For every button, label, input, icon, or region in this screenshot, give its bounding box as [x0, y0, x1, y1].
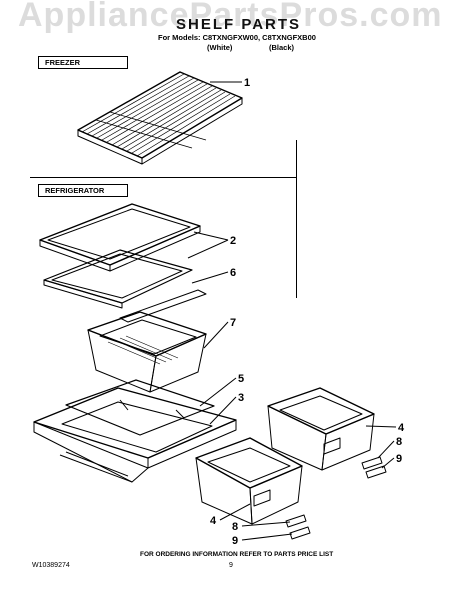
leader-line-8a [377, 440, 395, 459]
section-divider-vertical [296, 140, 297, 298]
drawer-slide-right [361, 456, 387, 479]
callout-1: 1 [244, 77, 250, 89]
leader-line-2b [187, 239, 229, 259]
ordering-note: FOR ORDERING INFORMATION REFER TO PARTS … [140, 551, 334, 558]
watermark: AppliancePartsPros.com [18, 0, 443, 34]
leader-line-3 [209, 396, 237, 425]
refrigerator-glass-shelf-lower [43, 249, 193, 309]
crisper-cover-glass [65, 379, 215, 436]
page-number: 9 [229, 562, 233, 569]
callout-4-right: 4 [398, 422, 405, 434]
callout-9-left: 9 [232, 535, 238, 547]
crisper-drawer-left [195, 437, 303, 525]
leader-line-6 [191, 271, 229, 284]
callout-5: 5 [238, 373, 244, 385]
freezer-wire-shelf [77, 71, 243, 165]
callout-2: 2 [230, 235, 236, 247]
refrigerator-glass-shelf [39, 203, 201, 272]
leader-line-8b [241, 521, 291, 527]
callout-7: 7 [230, 317, 236, 329]
leader-line-7 [203, 321, 229, 349]
callout-4-left: 4 [210, 515, 217, 527]
shelf-frame-strip [119, 289, 207, 323]
leader-line-9b [241, 533, 293, 541]
models-line: For Models: C8TXNGFXW00, C8TXNGFXB00 [158, 33, 316, 42]
crisper-pan-upper [87, 311, 207, 393]
section-divider-horizontal [30, 177, 296, 178]
leader-line-4a [365, 425, 397, 428]
callout-8-right: 8 [396, 436, 402, 448]
callout-3: 3 [238, 392, 244, 404]
crisper-drawer-right [267, 387, 375, 471]
leader-line-4b [219, 503, 251, 521]
variant-black: (Black) [269, 43, 295, 52]
callout-8-left: 8 [232, 521, 238, 533]
leader-line-5 [199, 377, 237, 407]
freezer-section-label: FREEZER [38, 56, 128, 69]
document-id: W10389274 [32, 562, 70, 569]
page-title: SHELF PARTS [176, 16, 302, 33]
callout-6: 6 [230, 267, 236, 279]
leader-line-9a [381, 457, 395, 469]
crisper-cover-frame [33, 387, 237, 483]
refrigerator-section-label: REFRIGERATOR [38, 184, 128, 197]
callout-9-right: 9 [396, 453, 402, 465]
leader-line-2a [193, 231, 229, 241]
drawer-slide-left [285, 514, 311, 540]
variant-white: (White) [207, 43, 233, 52]
